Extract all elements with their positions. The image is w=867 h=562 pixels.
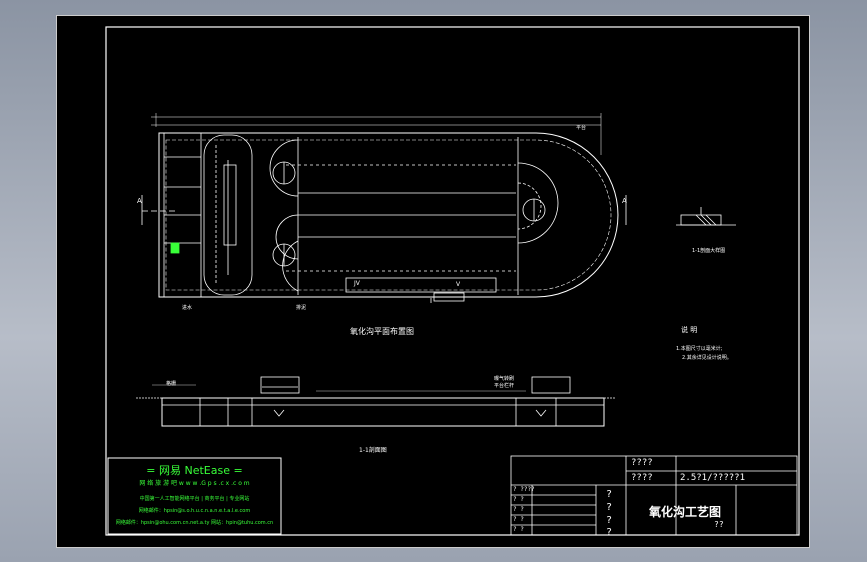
watermark-line5: 网络邮件：hpsin@ohu.com.cn.net.a.ty 网站：hpin@t… bbox=[115, 520, 274, 526]
tb-sign-2: ? bbox=[606, 502, 613, 513]
detail-caption: 1-1剖面大样图 bbox=[692, 248, 726, 254]
notes-heading: 说 明 bbox=[681, 326, 698, 334]
tb-scale: 2.5?1/?????1 bbox=[680, 473, 746, 483]
section-view bbox=[136, 376, 616, 427]
tb-page-mark: ?? bbox=[714, 520, 724, 529]
tb-sign-1: ? bbox=[606, 489, 613, 500]
inner-border bbox=[105, 26, 800, 536]
tb-sheet-no: ???? bbox=[631, 473, 653, 483]
drawing-sheet: 氧化沟平面布置图 A A JV V 进水 排泥 平台 说 明 1.本图尺寸以毫米… bbox=[56, 15, 810, 548]
watermark-line1: = 网易 NetEase = bbox=[146, 464, 243, 477]
section-label-right2: 平台栏杆 bbox=[494, 383, 515, 389]
watermark-line2: 网 络 旅 游 吧 w w w .G p s .c x .c o m bbox=[139, 480, 250, 487]
drawing-svg bbox=[56, 15, 810, 548]
tb-sign-4: ? bbox=[606, 527, 613, 538]
tb-sign-3: ? bbox=[606, 515, 613, 526]
section-title: 1-1剖面图 bbox=[359, 447, 387, 454]
plan-label-platform: 平台 bbox=[576, 125, 587, 131]
tb-row-4: ? ? bbox=[513, 516, 524, 523]
tb-project-name: ???? bbox=[631, 458, 653, 468]
section-label-left: 格栅 bbox=[166, 381, 177, 387]
section-marker-left: A bbox=[137, 197, 142, 205]
plan-title: 氧化沟平面布置图 bbox=[350, 327, 414, 336]
tb-row-1: ? ???? bbox=[513, 486, 535, 493]
tb-row-3: ? ? bbox=[513, 506, 524, 513]
plan-label-inlet: 进水 bbox=[182, 305, 193, 311]
note-2: 2.其余详见设计说明。 bbox=[682, 355, 732, 361]
tb-row-2: ? ? bbox=[513, 496, 524, 503]
tb-row-5: ? ? bbox=[513, 526, 524, 533]
outer-border bbox=[56, 15, 810, 548]
note-1: 1.本图尺寸以毫米计; bbox=[676, 346, 723, 352]
watermark-box bbox=[107, 457, 282, 535]
plan-label-jv: JV bbox=[354, 280, 360, 287]
watermark-line3: 中国第一人工智能网络平台 | 商务平台 | 专业网站 bbox=[139, 496, 250, 502]
plan-view bbox=[141, 113, 627, 303]
plan-label-sludge: 排泥 bbox=[296, 305, 307, 311]
plan-label-v: V bbox=[456, 281, 461, 288]
detail-drawing bbox=[676, 207, 736, 226]
title-block bbox=[510, 455, 798, 536]
section-label-right: 曝气转刷 bbox=[494, 376, 515, 382]
section-marker-right: A bbox=[622, 197, 627, 205]
watermark-line4: 网络邮件：hpsin@s.o.h.u.c.n.a.n.e.t.a.l.e.com bbox=[138, 508, 251, 514]
tb-drawing-title: 氧化沟工艺图 bbox=[649, 505, 722, 519]
